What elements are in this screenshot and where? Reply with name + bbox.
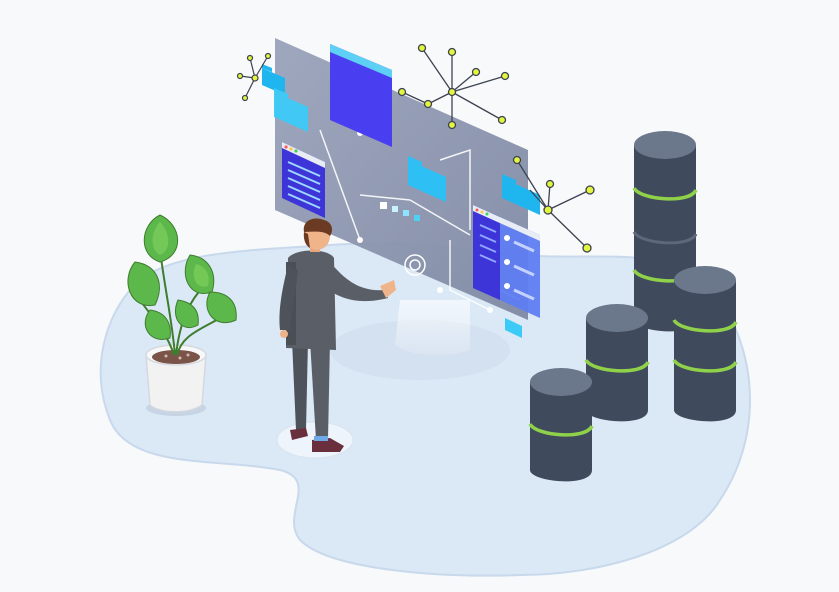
window-panel-top bbox=[330, 44, 392, 147]
person-figure bbox=[276, 218, 396, 459]
projection-beam bbox=[395, 300, 470, 356]
folder-icon bbox=[408, 156, 446, 202]
network-graph-icon bbox=[236, 52, 272, 102]
network-graph-icon bbox=[397, 43, 510, 130]
data-blocks bbox=[380, 202, 420, 221]
server-rack bbox=[672, 266, 738, 422]
network-graph-icon bbox=[512, 155, 595, 253]
folder-icon bbox=[274, 88, 308, 132]
potted-plant bbox=[127, 214, 237, 416]
folder-icon bbox=[262, 64, 285, 95]
window-panel-right bbox=[473, 205, 540, 318]
window-panel-left bbox=[282, 142, 325, 218]
target-icon bbox=[404, 254, 426, 276]
folder-icon bbox=[505, 318, 522, 338]
server-rack bbox=[528, 368, 594, 482]
folder-icon bbox=[502, 174, 540, 215]
server-rack bbox=[584, 304, 650, 422]
